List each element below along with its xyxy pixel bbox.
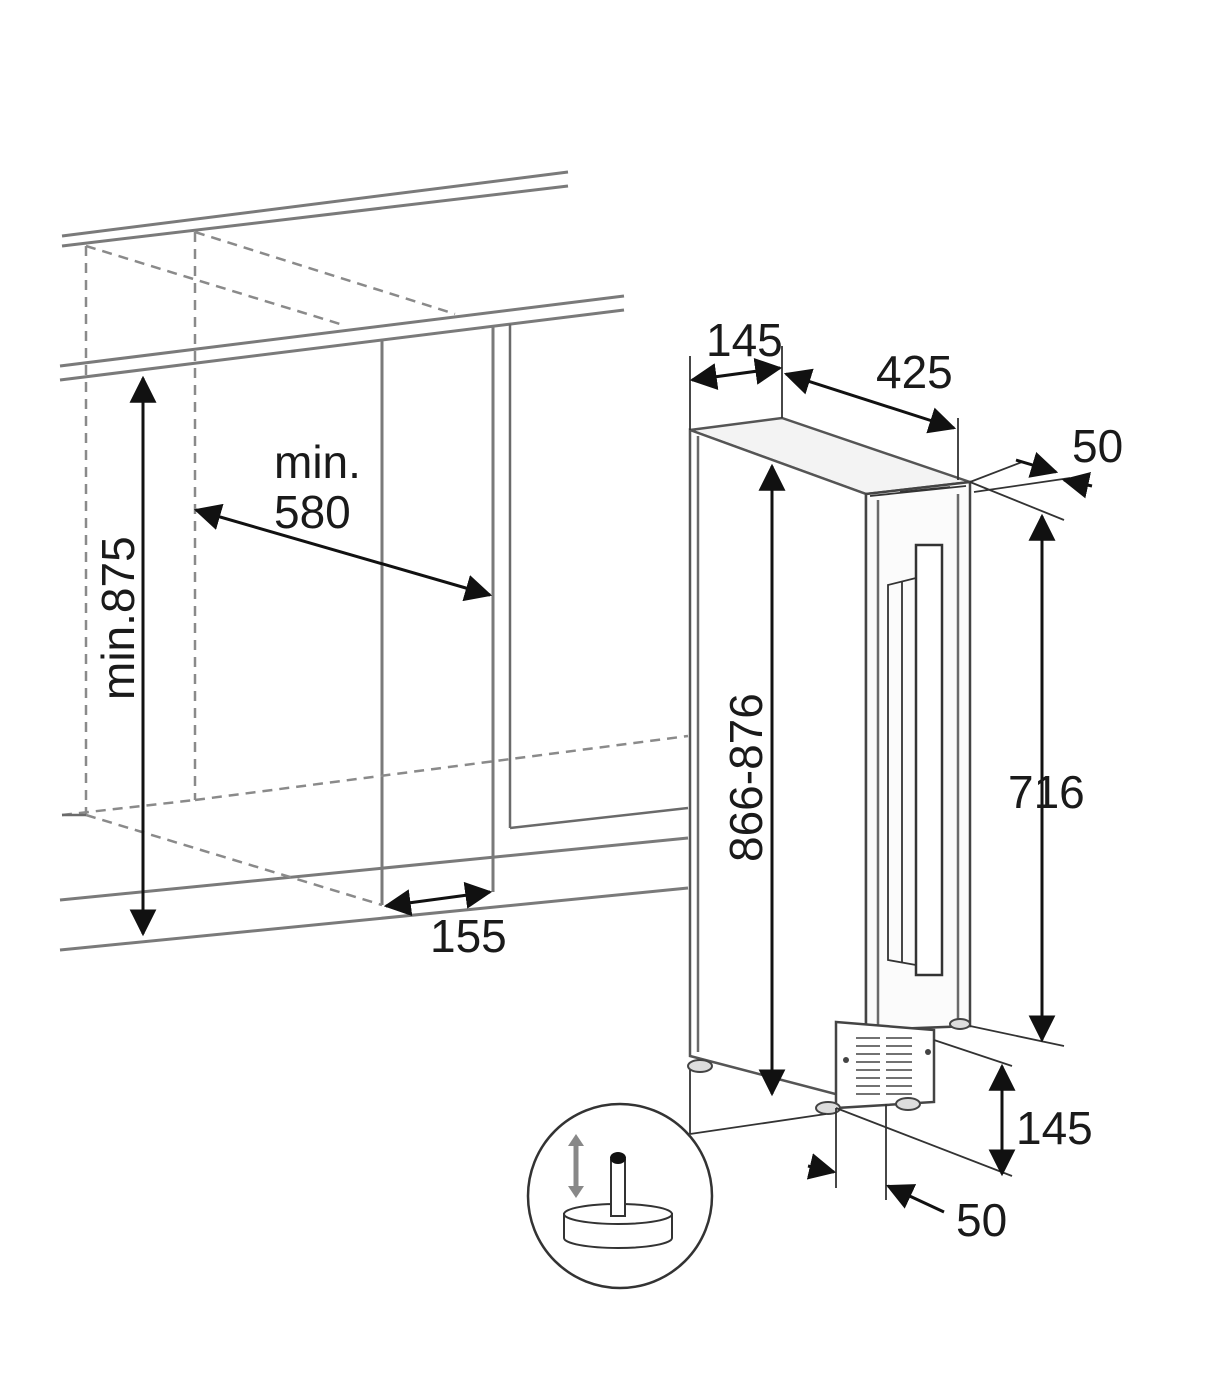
cabinet-niche (59, 170, 689, 952)
appliance-depth-label: 425 (876, 346, 953, 398)
door-height-label: 716 (1008, 766, 1085, 818)
width-label: 145 (706, 314, 783, 366)
plinth-offset-label: 155 (430, 910, 507, 962)
adjustable-foot-detail (526, 1070, 827, 1290)
plinth-height-label: 145 (1016, 1102, 1093, 1154)
plinth-depth-arrow-a (806, 1153, 837, 1180)
plinth-depth-arrow-b (885, 1184, 945, 1214)
depth-min-label: min. (274, 436, 361, 488)
up-down-arrow-icon (568, 1134, 584, 1198)
door-thickness-label: 50 (1072, 420, 1123, 472)
appliance-depth-arrow (783, 368, 957, 434)
cabinet-height-label: min.875 (92, 536, 144, 700)
plinth-depth-label: 50 (956, 1194, 1007, 1246)
door-thickness-arrow-a (1015, 451, 1059, 478)
width-arrow (689, 357, 783, 391)
depth-arrow (193, 503, 493, 602)
door-thickness-arrow-b (1061, 471, 1093, 499)
depth-value-label: 580 (274, 486, 351, 538)
plinth-offset-arrow (383, 881, 493, 917)
appliance-height-label: 866-876 (720, 693, 772, 862)
